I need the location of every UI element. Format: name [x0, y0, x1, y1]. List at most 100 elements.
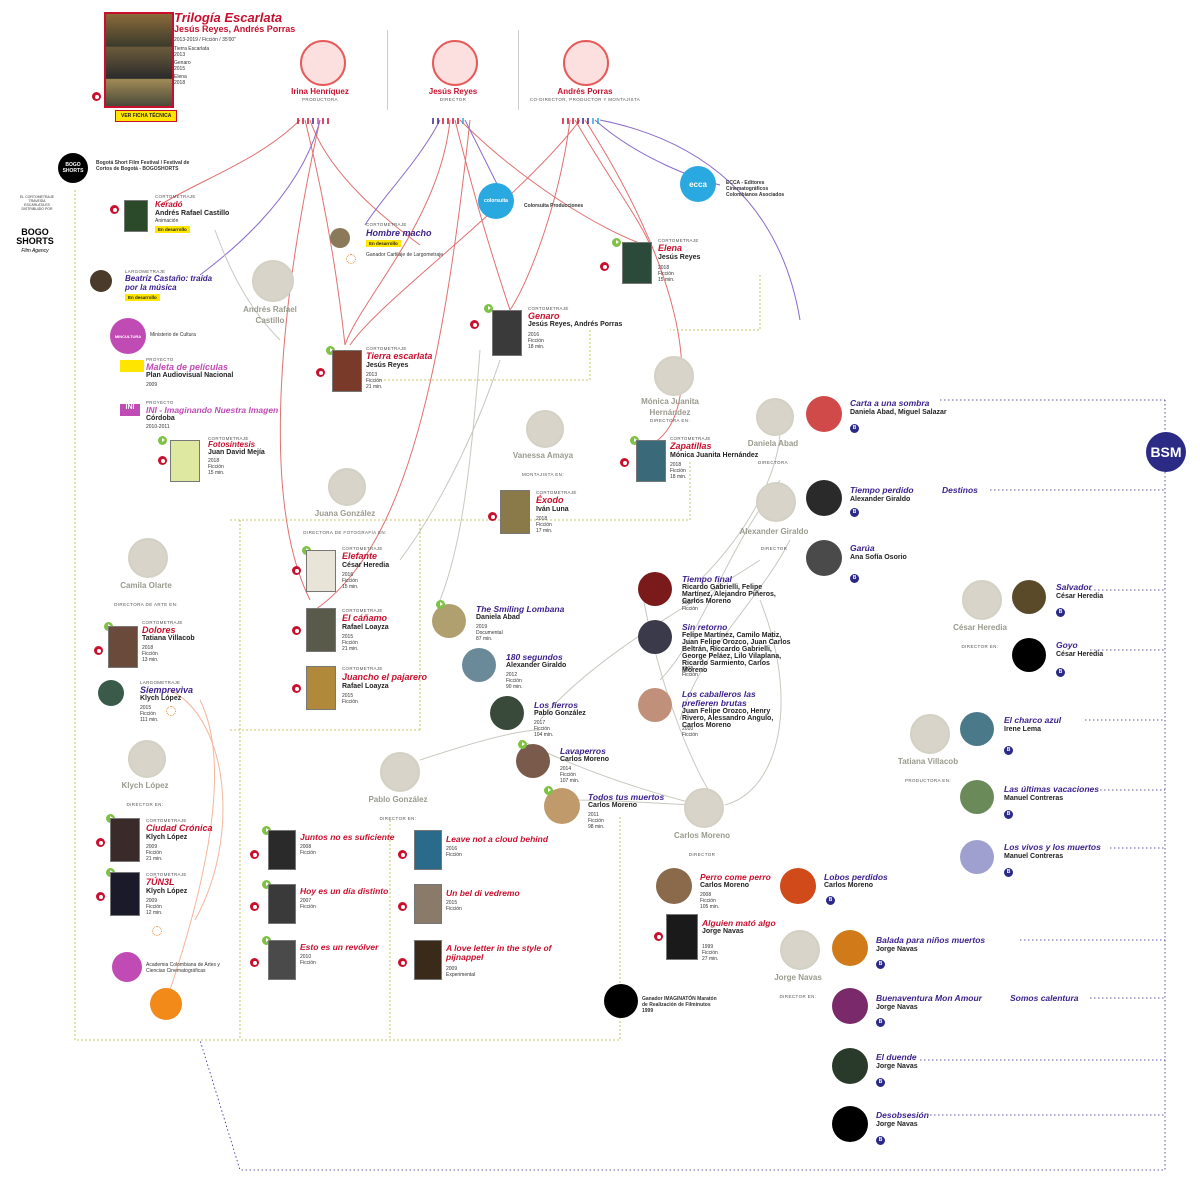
play-icon[interactable]	[262, 826, 271, 835]
project-title[interactable]: Keradó	[155, 200, 183, 209]
project-title[interactable]: Garúa	[850, 543, 875, 553]
project-title[interactable]: The Smiling Lombana	[476, 604, 565, 614]
project-title[interactable]: Lobos perdidos	[824, 872, 888, 882]
project-thumbnail[interactable]	[516, 744, 550, 778]
project-title[interactable]: Juntos no es suficiente	[300, 832, 395, 842]
project-thumbnail[interactable]	[98, 680, 124, 706]
project-title[interactable]: Tierra escarlata	[366, 351, 433, 361]
project-title[interactable]: El charco azul	[1004, 715, 1062, 725]
project-title[interactable]: Alguien mató algo	[702, 918, 776, 928]
project-thumbnail[interactable]	[414, 940, 442, 980]
project-title[interactable]: Genaro	[528, 311, 560, 321]
project-thumbnail[interactable]	[780, 868, 816, 904]
project-title-extra[interactable]: Somos calentura	[1010, 993, 1079, 1003]
play-icon[interactable]	[326, 346, 335, 355]
project-thumbnail[interactable]	[666, 914, 698, 960]
project-title[interactable]: El duende	[876, 1052, 917, 1062]
project-title[interactable]: Los fierros	[534, 700, 578, 710]
project-thumbnail[interactable]	[268, 830, 296, 870]
project-thumbnail[interactable]	[622, 242, 652, 284]
project-title[interactable]: Tiempo perdido	[850, 485, 914, 495]
project-thumbnail[interactable]	[638, 572, 672, 606]
project-thumbnail[interactable]	[656, 868, 692, 904]
project-title[interactable]: Goyo	[1056, 640, 1078, 650]
project-thumbnail[interactable]	[90, 270, 112, 292]
project-thumbnail[interactable]	[462, 648, 496, 682]
project-title[interactable]: Fotosíntesis	[208, 440, 256, 449]
project-title[interactable]: Carta a una sombra	[850, 398, 930, 408]
project-thumbnail[interactable]	[832, 988, 868, 1024]
project-title[interactable]: Zapatillas	[670, 441, 712, 451]
project-thumbnail[interactable]	[960, 712, 994, 746]
trilogia-poster[interactable]	[104, 12, 174, 108]
project-thumbnail[interactable]	[1012, 638, 1046, 672]
play-icon[interactable]	[158, 436, 167, 445]
project-title[interactable]: Los caballeros las prefieren brutas	[682, 689, 756, 708]
project-title[interactable]: INI - Imaginando Nuestra Imagen	[146, 405, 279, 415]
project-thumbnail[interactable]	[432, 604, 466, 638]
project-title-extra[interactable]: Destinos	[942, 485, 978, 495]
project-title[interactable]: 180 segundos	[506, 652, 563, 662]
project-thumbnail[interactable]	[170, 440, 200, 482]
project-title[interactable]: Los vivos y los muertos	[1004, 842, 1101, 852]
project-title[interactable]: Ciudad Crónica	[146, 823, 213, 833]
play-icon[interactable]	[630, 436, 639, 445]
project-thumbnail[interactable]	[500, 490, 530, 534]
play-icon[interactable]	[484, 304, 493, 313]
project-thumbnail[interactable]	[268, 940, 296, 980]
project-thumbnail[interactable]	[108, 626, 138, 668]
project-thumbnail[interactable]	[806, 480, 842, 516]
project-thumbnail[interactable]	[806, 540, 842, 576]
play-icon[interactable]	[518, 740, 527, 749]
project-thumbnail[interactable]	[110, 872, 140, 916]
project-thumbnail[interactable]	[1012, 580, 1046, 614]
project-thumbnail[interactable]	[124, 200, 148, 232]
project-title[interactable]: Siempreviva	[140, 685, 194, 695]
project-title[interactable]: Perro come perro	[700, 872, 771, 882]
project-thumbnail[interactable]	[832, 1048, 868, 1084]
project-thumbnail[interactable]	[306, 608, 336, 652]
project-title[interactable]: Hombre macho	[366, 228, 432, 238]
project-thumbnail[interactable]	[492, 310, 522, 356]
project-title[interactable]: Buenaventura Mon Amour	[876, 993, 982, 1003]
project-thumbnail[interactable]	[332, 350, 362, 392]
project-thumbnail[interactable]	[414, 830, 442, 870]
project-title[interactable]: Leave not a cloud behind	[446, 834, 549, 844]
project-title[interactable]: Elefante	[342, 551, 378, 561]
project-title[interactable]: Beatriz Castaño: traída por la música	[125, 274, 213, 292]
project-title[interactable]: Maleta de películas	[146, 362, 229, 372]
project-thumbnail[interactable]	[960, 780, 994, 814]
project-title[interactable]: Éxodo	[536, 495, 564, 505]
project-thumbnail[interactable]	[832, 1106, 868, 1142]
project-title[interactable]: El cáñamo	[342, 613, 388, 623]
play-icon[interactable]	[262, 936, 271, 945]
project-title[interactable]: Dolores	[142, 625, 176, 635]
project-thumbnail[interactable]	[306, 550, 336, 592]
project-thumbnail[interactable]	[110, 818, 140, 862]
project-thumbnail[interactable]	[306, 666, 336, 710]
project-title[interactable]: 7ÚN3L	[146, 877, 175, 887]
project-title[interactable]: Desobsesión	[876, 1110, 929, 1120]
project-title[interactable]: Tiempo final	[682, 574, 732, 584]
project-title[interactable]: Todos tus muertos	[588, 792, 665, 802]
ficha-tecnica-button[interactable]: VER FICHA TÉCNICA	[115, 110, 178, 122]
project-title[interactable]: Hoy es un día distinto	[300, 886, 389, 896]
project-title[interactable]: Elena	[658, 243, 683, 253]
project-thumbnail[interactable]	[806, 396, 842, 432]
project-title[interactable]: Las últimas vacaciones	[1004, 784, 1099, 794]
project-title[interactable]: Esto es un revólver	[300, 942, 379, 952]
project-title[interactable]: Lavaperros	[560, 746, 606, 756]
project-thumbnail[interactable]	[636, 440, 666, 482]
project-thumbnail[interactable]	[960, 840, 994, 874]
project-title[interactable]: Juancho el pajarero	[342, 672, 428, 682]
play-icon[interactable]	[262, 880, 271, 889]
project-title[interactable]: Sin retorno	[682, 622, 728, 632]
project-title[interactable]: Salvador	[1056, 582, 1092, 592]
project-thumbnail[interactable]	[268, 884, 296, 924]
project-title[interactable]: Un bel di vedremo	[446, 888, 520, 898]
project-title[interactable]: Balada para niños muertos	[876, 935, 986, 945]
project-thumbnail[interactable]	[638, 688, 672, 722]
project-thumbnail[interactable]	[330, 228, 350, 248]
project-thumbnail[interactable]	[638, 620, 672, 654]
play-icon[interactable]	[436, 600, 445, 609]
